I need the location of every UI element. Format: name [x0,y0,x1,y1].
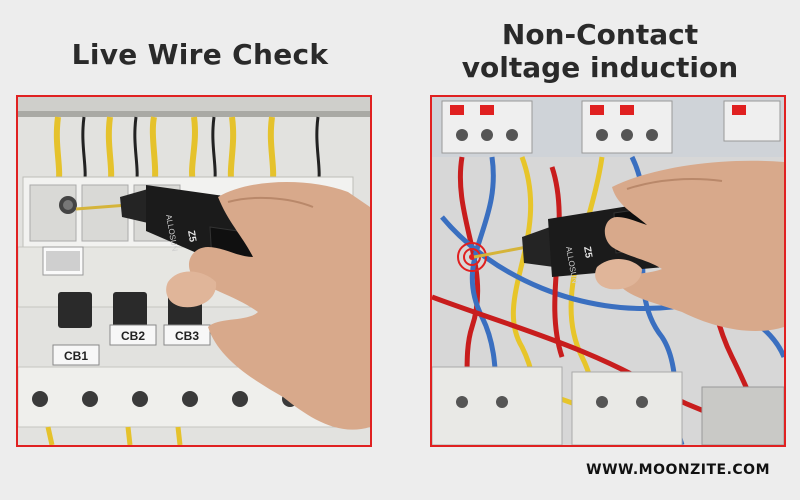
hand [166,181,370,430]
left-panel-title: Live Wire Check [71,38,329,71]
live-wire-illustration: CB1 CB2 CB3 H ALLOSUN Z5 [18,97,370,445]
breaker-label-cb2: CB2 [121,329,145,343]
tester-model: Z5 [185,230,198,244]
hand [595,160,784,332]
right-panel-title: Non-Contact voltage induction [400,18,800,84]
right-title-line2: voltage induction [461,51,739,84]
non-contact-illustration: ALLOSUN Z5 [432,97,784,445]
non-contact-induction-photo: ALLOSUN Z5 [430,95,786,447]
right-title-line1: Non-Contact [501,18,699,51]
breaker-labels: CB1 CB2 CB3 [52,324,211,366]
breaker-label-cb1: CB1 [64,349,88,363]
breaker-label-cb3: CB3 [175,329,199,343]
website-footer: WWW.MOONZITE.COM [586,462,770,478]
tester-model: Z5 [581,246,594,260]
live-wire-check-photo: CB1 CB2 CB3 H ALLOSUN Z5 [16,95,372,447]
